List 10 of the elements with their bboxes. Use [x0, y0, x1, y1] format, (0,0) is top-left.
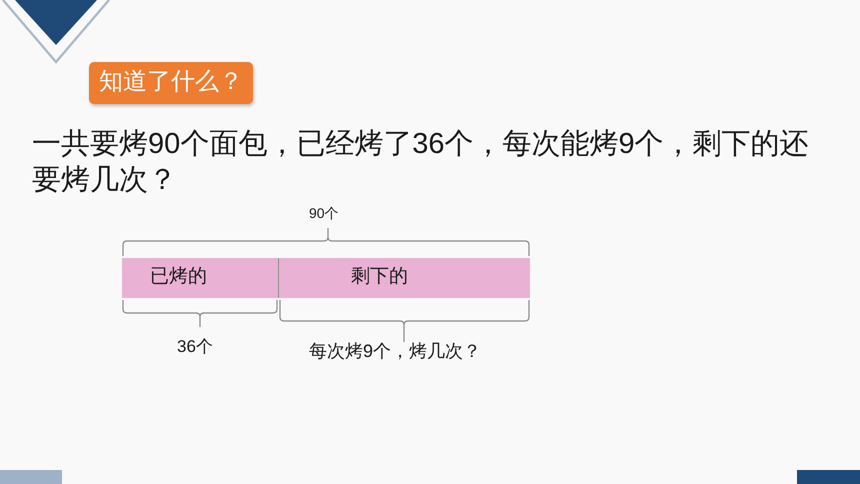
segment-label: 剩下的 [351, 266, 408, 288]
tag-text: 知道了什么？ [99, 68, 243, 96]
brace-label: 36个 [177, 337, 213, 358]
bar-segment [122, 258, 278, 298]
brace-label: 90个 [309, 205, 339, 222]
bar-segment [278, 258, 530, 298]
question-text: 一共要烤90个面包，已经烤了36个，每次能烤9个，剩下的还要烤几次？ [32, 127, 810, 198]
brace-label: 每次烤9个，烤几次？ [309, 341, 482, 363]
heading-tag [89, 62, 253, 104]
segment-label: 已烤的 [150, 266, 207, 288]
